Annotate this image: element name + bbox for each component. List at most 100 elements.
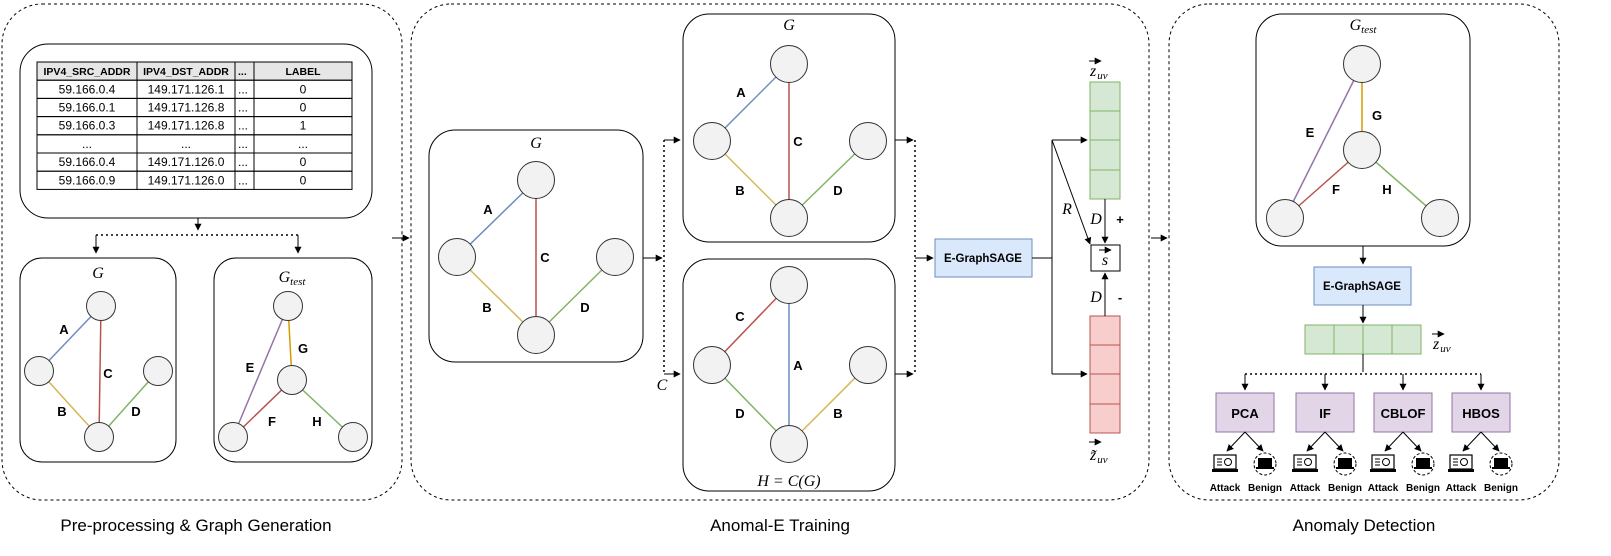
detector-if-label: IF xyxy=(1319,406,1331,421)
arrow-to-benign xyxy=(1402,431,1422,452)
edge-label-f: F xyxy=(268,414,276,429)
graph-node xyxy=(86,291,116,321)
edge-label-c: C xyxy=(540,250,550,265)
attack-laptop-icon xyxy=(1212,454,1238,472)
discriminator-pos-label: D xyxy=(1089,211,1102,228)
detector-if-box xyxy=(1295,392,1355,433)
edge-label-d: D xyxy=(131,404,140,419)
readout-arrow xyxy=(1051,139,1092,245)
table-cell-text: 0 xyxy=(300,155,307,169)
negative-embedding xyxy=(1089,315,1121,434)
detector-hbos-label: HBOS xyxy=(1462,406,1500,421)
gtest-sub: test xyxy=(290,276,306,288)
benign-laptop-icon xyxy=(1253,452,1277,476)
arrow-to-attack xyxy=(1306,431,1326,452)
edge-label-f: F xyxy=(1332,182,1340,197)
arrow-to-attack xyxy=(1226,431,1246,452)
arrow-to-benign xyxy=(1324,431,1344,452)
table-cell-text: 59.166.0.1 xyxy=(59,101,116,115)
edge-e xyxy=(232,305,289,438)
graph-node xyxy=(1266,199,1304,237)
table-cell-text: 149.171.126.1 xyxy=(148,82,225,96)
z-main: z xyxy=(1432,336,1440,353)
graph-g-panel xyxy=(19,257,177,463)
readout-label: R xyxy=(1061,201,1072,218)
table-cell-text: 59.166.0.4 xyxy=(59,82,116,96)
plus-sign: + xyxy=(1116,212,1124,227)
graph-node xyxy=(517,161,555,199)
attack-label: Attack xyxy=(1446,483,1477,494)
arrow-to-benign xyxy=(1244,431,1264,452)
graph-h-panel xyxy=(682,258,896,492)
graph-node xyxy=(693,122,731,160)
edge-label-e: E xyxy=(1306,125,1315,140)
edge-label-d: D xyxy=(580,300,589,315)
graph-node xyxy=(277,365,307,395)
graph-g-title: G xyxy=(92,265,104,282)
z-tilde-label: z̃uv xyxy=(1089,447,1108,466)
table-header-text: IPV4_SRC_ADDR xyxy=(44,66,131,78)
table-cell-text: 149.171.126.8 xyxy=(148,101,225,115)
graph-gtest-panel xyxy=(213,257,373,463)
z-tilde-main: z̃ xyxy=(1089,447,1097,464)
table-cell-text: 149.171.126.0 xyxy=(148,173,225,187)
edge-label-b: B xyxy=(57,404,66,419)
graph-node xyxy=(24,356,54,386)
table-cell-text: ... xyxy=(238,137,248,151)
table-cell-text: 0 xyxy=(300,101,307,115)
gtest-main: G xyxy=(1350,17,1362,34)
graph-node xyxy=(1343,45,1381,83)
edge-label-c: C xyxy=(793,134,803,149)
detector-cblof-label: CBLOF xyxy=(1381,406,1426,421)
edge-label-d: D xyxy=(833,183,842,198)
table-cell xyxy=(253,170,353,190)
graph-node xyxy=(1421,199,1459,237)
training-caption: Anomal-E Training xyxy=(710,516,850,535)
preprocessing-caption: Pre-processing & Graph Generation xyxy=(60,516,331,535)
table-cell-text: 0 xyxy=(300,82,307,96)
graph-g-top-panel xyxy=(682,13,896,243)
test-embedding xyxy=(1304,324,1422,355)
edge-label-g: G xyxy=(1372,108,1382,123)
attack-label: Attack xyxy=(1368,483,1399,494)
arrow-to-attack xyxy=(1462,431,1482,452)
preprocessing-panel xyxy=(1,3,403,501)
detector-pca-label: PCA xyxy=(1231,406,1259,421)
benign-label: Benign xyxy=(1406,483,1440,494)
graph-node xyxy=(84,422,114,452)
benign-laptop-icon xyxy=(1333,452,1357,476)
graph-gtest-large-title: Gtest xyxy=(1350,17,1378,36)
discriminator-neg-label: D xyxy=(1089,289,1102,306)
graph-node xyxy=(1343,131,1381,169)
edge-label-c: C xyxy=(735,309,745,324)
attack-label: Attack xyxy=(1290,483,1321,494)
table-cell-text: ... xyxy=(82,137,92,151)
graph-node xyxy=(849,122,887,160)
graph-node xyxy=(770,45,808,83)
attack-laptop-icon xyxy=(1292,454,1318,472)
z-uv-label-2: zuv xyxy=(1432,336,1451,355)
table-cell-text: ... xyxy=(238,101,248,115)
attack-label: Attack xyxy=(1210,483,1241,494)
table-cell-text: 149.171.126.8 xyxy=(148,119,225,133)
detection-caption: Anomaly Detection xyxy=(1293,516,1436,535)
benign-label: Benign xyxy=(1484,483,1518,494)
table-header-text: IPV4_DST_ADDR xyxy=(143,66,229,78)
table-cell-text: 59.166.0.9 xyxy=(59,173,116,187)
edge-c xyxy=(98,305,102,438)
table-cell-text: 149.171.126.0 xyxy=(148,155,225,169)
edge-label-a: A xyxy=(793,358,803,373)
table-cell-text: ... xyxy=(238,82,248,96)
graph-gtest-title: Gtest xyxy=(279,269,307,288)
edge-label-g: G xyxy=(298,341,308,356)
z-uv-label: zuv xyxy=(1089,63,1108,82)
graph-node xyxy=(218,422,248,452)
table-cell-text: ... xyxy=(238,155,248,169)
edge-label-h: H xyxy=(1382,182,1391,197)
edge-label-c: C xyxy=(103,366,113,381)
summary-label: s xyxy=(1102,252,1108,269)
benign-laptop-icon xyxy=(1411,452,1435,476)
table-cell-text: ... xyxy=(298,137,308,151)
